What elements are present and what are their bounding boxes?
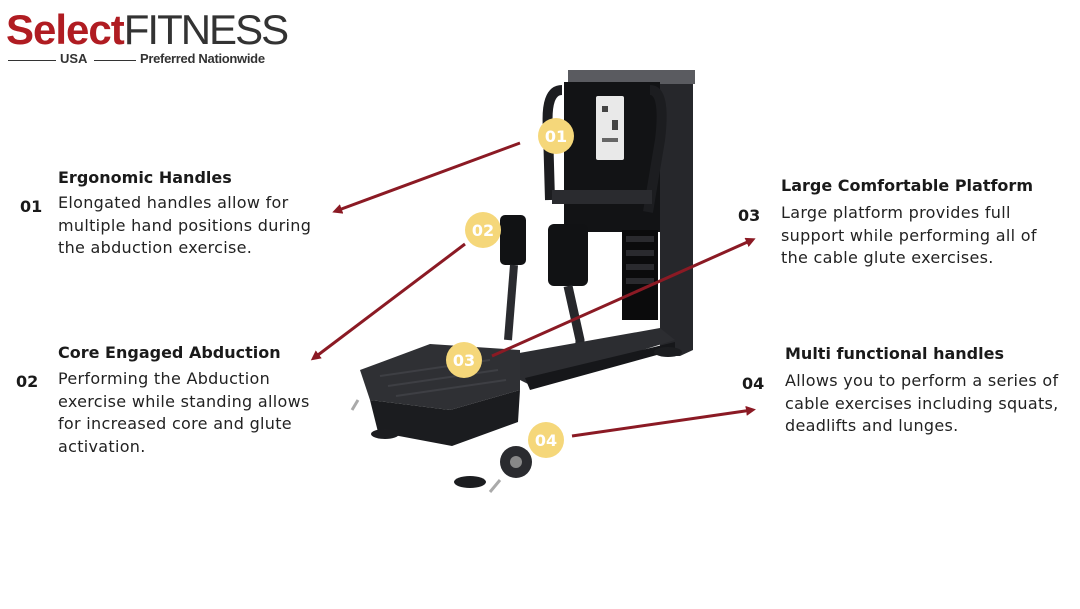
weight-plate — [626, 264, 654, 270]
platform-tread — [387, 369, 499, 387]
pulley-hub — [510, 456, 522, 468]
feature-number: 01 — [20, 197, 43, 216]
placard-figure — [612, 120, 618, 130]
weight-stack — [622, 230, 658, 320]
machine-foot — [454, 476, 486, 488]
machine-top-cap — [568, 70, 695, 84]
weight-plate — [626, 278, 654, 284]
logo-brand-fitness: FITNESS — [123, 6, 289, 53]
weight-plate — [626, 250, 654, 256]
feature-number: 03 — [738, 206, 761, 225]
weight-plate — [626, 236, 654, 242]
logo-rule-left — [8, 60, 56, 61]
feature-description: Allows you to perform a series of cable … — [785, 371, 1059, 435]
badge-03: 03 — [446, 342, 482, 378]
feature-description: Performing the Abduction exercise while … — [58, 369, 310, 456]
handle-crossbar — [552, 190, 652, 204]
logo-brand-select: Select — [6, 6, 125, 53]
feature-title: Core Engaged Abduction — [58, 343, 281, 362]
arm-rest-pad — [500, 215, 526, 265]
arm-rest-post — [504, 264, 518, 341]
logo-region: USA — [60, 51, 88, 66]
logo-rule-right — [94, 60, 136, 61]
cable-clip — [350, 399, 360, 411]
machine-foot — [371, 429, 399, 439]
placard-figure — [602, 106, 608, 112]
feature-title: Multi functional handles — [785, 344, 1004, 363]
right-handle-bar — [643, 85, 667, 213]
machine-foot — [654, 347, 682, 357]
instruction-placard — [596, 96, 624, 160]
logo-wordmark: SelectFITNESS — [6, 6, 289, 54]
cable-clip — [488, 479, 502, 493]
placard-figure — [602, 138, 618, 142]
feature-description: Large platform provides full support whi… — [781, 203, 1037, 267]
badge-01: 01 — [538, 118, 574, 154]
select-fitness-logo: SelectFITNESS USA Preferred Nationwide — [6, 6, 306, 72]
platform-side — [370, 390, 520, 446]
logo-subline: USA Preferred Nationwide — [6, 51, 302, 67]
hip-pad — [548, 224, 588, 286]
platform-tread — [395, 379, 507, 397]
badge-04: 04 — [528, 422, 564, 458]
hip-abduction-machine-image — [350, 70, 695, 493]
feature-title: Large Comfortable Platform — [781, 176, 1033, 195]
badge-02: 02 — [465, 212, 501, 248]
feature-number: 04 — [742, 374, 765, 393]
feature-title: Ergonomic Handles — [58, 168, 232, 187]
feature-description: Elongated handles allow for multiple han… — [58, 193, 312, 257]
logo-tagline: Preferred Nationwide — [140, 51, 265, 66]
feature-number: 02 — [16, 372, 39, 391]
